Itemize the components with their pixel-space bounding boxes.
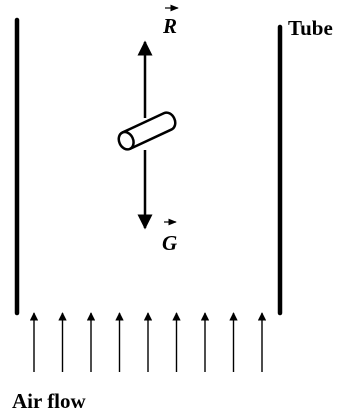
cylinder-object (117, 111, 177, 151)
force-down-label-group: G (162, 218, 177, 255)
cylinder-end-cap (117, 130, 135, 151)
force-up-label: R (162, 14, 177, 38)
tube-label: Tube (288, 16, 333, 40)
force-up-label-group: R (162, 4, 179, 38)
airflow-arrows (29, 312, 267, 372)
cylinder-body (121, 111, 177, 151)
air-flow-label: Air flow (12, 389, 87, 413)
force-down-label: G (162, 231, 177, 255)
